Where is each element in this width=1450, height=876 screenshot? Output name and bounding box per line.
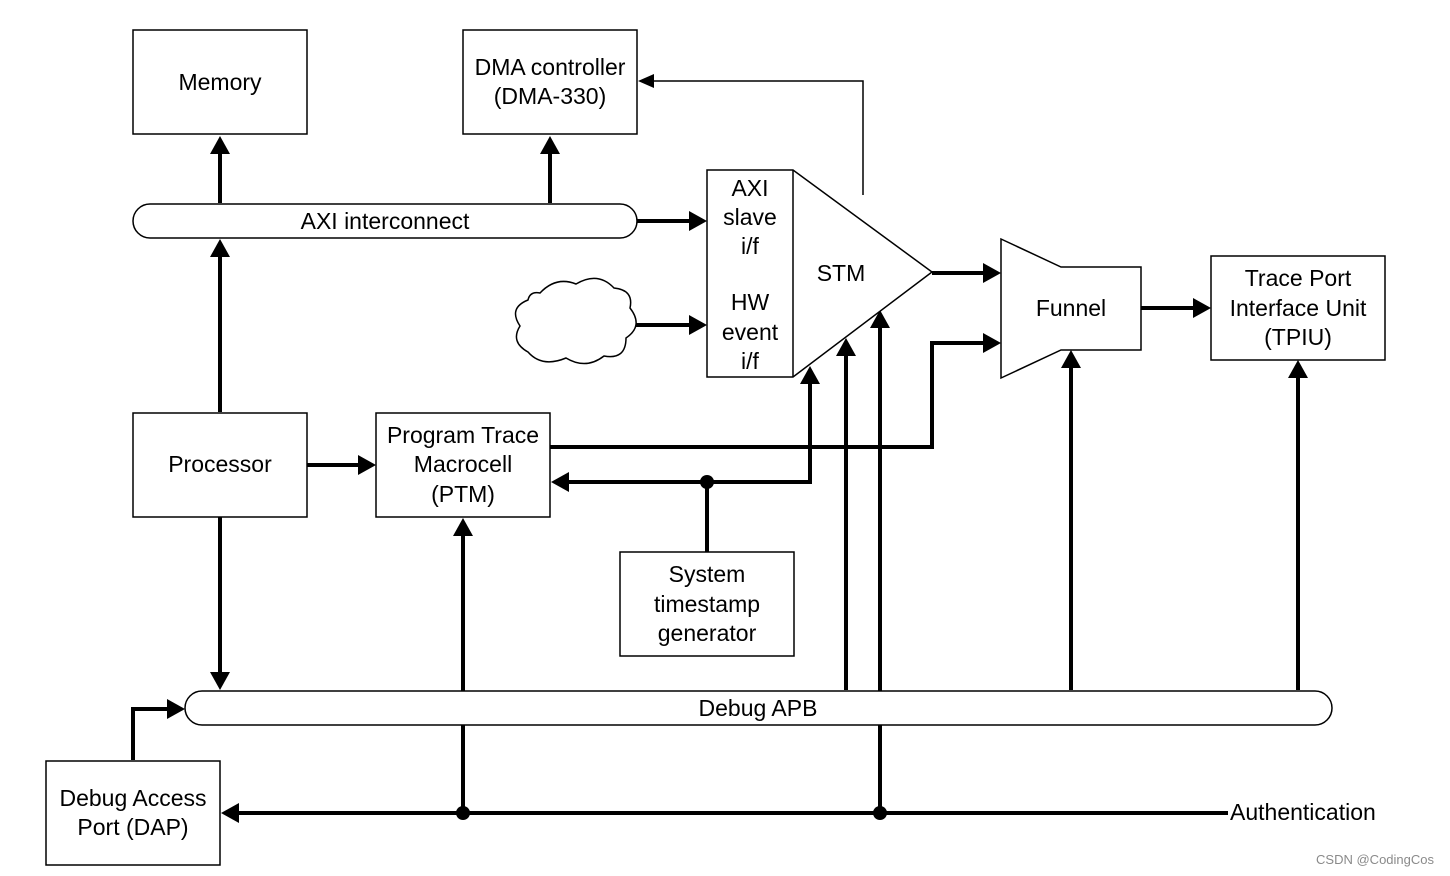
- memory-block: [132, 29, 308, 135]
- funnel-block: [1000, 237, 1142, 380]
- tpiu-block: [1210, 255, 1386, 361]
- tpiu-label-line3: (TPIU): [1264, 324, 1332, 350]
- funnel-bottom-arrowhead: [983, 333, 1001, 353]
- ptm-auth-arrowhead: [453, 518, 473, 536]
- funnel-apb-arrowhead: [1061, 350, 1081, 368]
- axi-interconnect-label: AXI interconnect: [301, 208, 470, 234]
- stm-apb-arrowhead: [836, 338, 856, 356]
- timestamp-label-line3: generator: [658, 620, 757, 646]
- apb-arrowhead: [210, 672, 230, 690]
- tpiu-label-line1: Trace Port: [1245, 265, 1352, 291]
- dap-block: [45, 760, 221, 866]
- ptm-arrowhead: [358, 455, 376, 475]
- ptm-timestamp-arrowhead: [551, 472, 569, 492]
- timestamp-label-line2: timestamp: [654, 591, 760, 617]
- timestamp-bus-line: [569, 384, 812, 484]
- dap-label-line1: Debug Access: [59, 785, 206, 811]
- hw-event-arrowhead: [689, 315, 707, 335]
- processor-label: Processor: [168, 451, 272, 477]
- timestamp-generator-block: [619, 551, 795, 657]
- ptm-label-line2: Macrocell: [414, 451, 512, 477]
- memory-arrowhead: [210, 136, 230, 154]
- stm-axi-if-line2: slave: [723, 204, 777, 230]
- ptm-to-funnel-line: [550, 341, 983, 449]
- auth-junction-stm-dot: [873, 806, 887, 820]
- dap-auth-arrowhead: [221, 803, 239, 823]
- dma-label-line2: (DMA-330): [494, 83, 606, 109]
- dap-to-apb-line: [131, 707, 167, 760]
- watermark-text: CSDN @CodingCos: [1316, 852, 1434, 867]
- stm-block: [706, 169, 934, 378]
- stm-auth-arrowhead: [870, 310, 890, 328]
- dap-apb-arrowhead: [167, 699, 185, 719]
- dma-arrowhead: [540, 136, 560, 154]
- stm-hw-if-line2: event: [722, 319, 779, 345]
- timestamp-junction-dot: [700, 475, 714, 489]
- tpiu-arrowhead: [1193, 298, 1211, 318]
- dap-label-line2: Port (DAP): [77, 814, 188, 840]
- stm-axi-arrowhead: [689, 211, 707, 231]
- stm-to-dma-line: [654, 80, 864, 195]
- debug-apb-label: Debug APB: [699, 695, 818, 721]
- stm-hw-if-line3: i/f: [741, 348, 760, 374]
- dma-controller-block: [462, 29, 638, 135]
- axi-arrowhead: [210, 239, 230, 257]
- stm-axi-if-line3: i/f: [741, 233, 760, 259]
- timestamp-label-line1: System: [669, 561, 746, 587]
- auth-junction-ptm-dot: [456, 806, 470, 820]
- authentication-label: Authentication: [1230, 799, 1376, 825]
- funnel-label: Funnel: [1036, 295, 1106, 321]
- stm-timestamp-arrowhead: [800, 366, 820, 384]
- stm-hw-if-line1: HW: [731, 289, 770, 315]
- stm-axi-if-line1: AXI: [731, 175, 768, 201]
- memory-label: Memory: [178, 69, 262, 95]
- processor-block: [132, 412, 308, 518]
- hw-event-cloud: [514, 277, 637, 365]
- axi-interconnect-bus: [132, 203, 638, 239]
- dma-label-line1: DMA controller: [475, 54, 626, 80]
- funnel-top-arrowhead: [983, 263, 1001, 283]
- stm-label: STM: [817, 260, 866, 286]
- ptm-block: [375, 412, 551, 518]
- dma-feedback-arrowhead: [638, 74, 654, 88]
- debug-apb-bus: [184, 690, 1333, 726]
- ptm-label-line3: (PTM): [431, 481, 495, 507]
- tpiu-label-line2: Interface Unit: [1230, 295, 1367, 321]
- ptm-label-line1: Program Trace: [387, 422, 539, 448]
- tpiu-apb-arrowhead: [1288, 360, 1308, 378]
